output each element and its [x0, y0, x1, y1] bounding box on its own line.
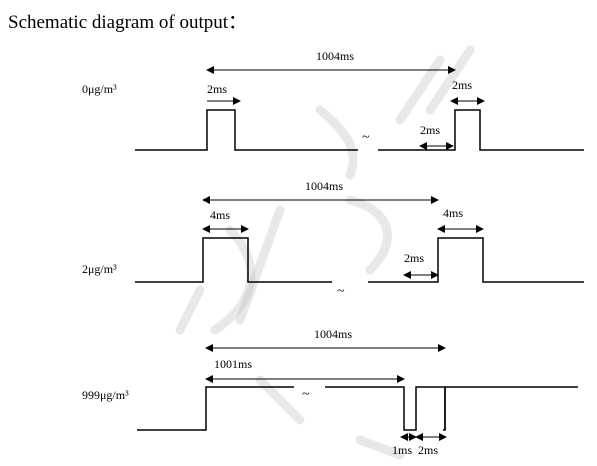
pulse-width-label-left: 1001ms [214, 357, 252, 371]
diagram-title: Schematic diagram of output： [8, 12, 247, 33]
concentration-label: 0μg/m³ [82, 82, 117, 96]
waveform-row-2ug: 2μg/m³ ~ 1004ms 4ms 4ms 2ms [82, 179, 584, 299]
concentration-label: 999μg/m³ [82, 388, 129, 402]
waveform-row-999ug: 999μg/m³ ~ 1004ms 1001ms 1ms 2ms [82, 327, 578, 457]
pulse-width-label-right: 4ms [443, 206, 463, 220]
waveform-line [135, 237, 584, 283]
waveform-line [137, 386, 578, 431]
gap-label: 2ms [404, 251, 424, 265]
break-mark: ~ [302, 387, 310, 402]
concentration-label: 2μg/m³ [82, 262, 117, 276]
pulse-width-label-left: 4ms [210, 208, 230, 222]
gap-label: 2ms [420, 123, 440, 137]
period-label: 1004ms [314, 327, 352, 341]
pulse-width-label-left: 2ms [207, 82, 227, 96]
break-mark: ~ [362, 130, 370, 145]
waveform-line [135, 109, 584, 151]
pulse-width-label-right: 2ms [452, 78, 472, 92]
gap-label: 2ms [418, 443, 438, 457]
low-width-label: 1ms [392, 443, 412, 457]
period-label: 1004ms [316, 49, 354, 63]
break-mark: ~ [337, 284, 345, 299]
waveform-row-0ug: 0μg/m³ ~ 1004ms 2ms 2ms 2ms [82, 49, 584, 151]
period-label: 1004ms [305, 179, 343, 193]
